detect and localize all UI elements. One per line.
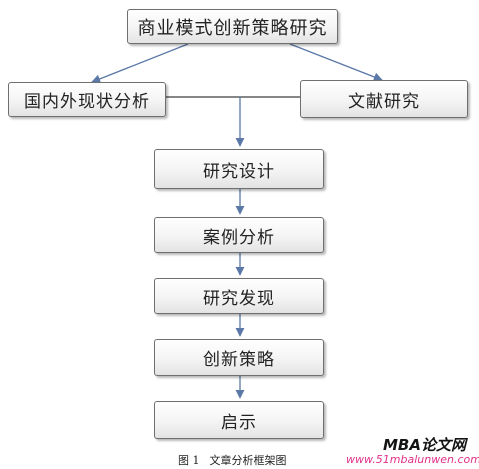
node-implications: 启示 xyxy=(154,401,324,439)
figure-caption: 图 1 文章分析框架图 xyxy=(178,452,297,468)
figure-number: 图 1 xyxy=(178,454,200,467)
node-case-analysis: 案例分析 xyxy=(154,217,324,253)
watermark-url: www.51mbalunwen.com xyxy=(346,453,479,466)
figure-title: 文章分析框架图 xyxy=(209,454,287,467)
arrow-top-to-right xyxy=(289,43,383,82)
node-domestic-foreign-analysis: 国内外现状分析 xyxy=(8,82,166,117)
node-innovation-strategy: 创新策略 xyxy=(154,339,324,376)
node-literature-research: 文献研究 xyxy=(300,80,468,118)
node-research-findings: 研究发现 xyxy=(154,278,324,314)
watermark-logo: MBA论文网 xyxy=(383,436,466,454)
node-research-design: 研究设计 xyxy=(154,149,324,189)
node-business-model-research: 商业模式创新策略研究 xyxy=(127,9,338,44)
arrow-top-to-left xyxy=(91,43,189,84)
